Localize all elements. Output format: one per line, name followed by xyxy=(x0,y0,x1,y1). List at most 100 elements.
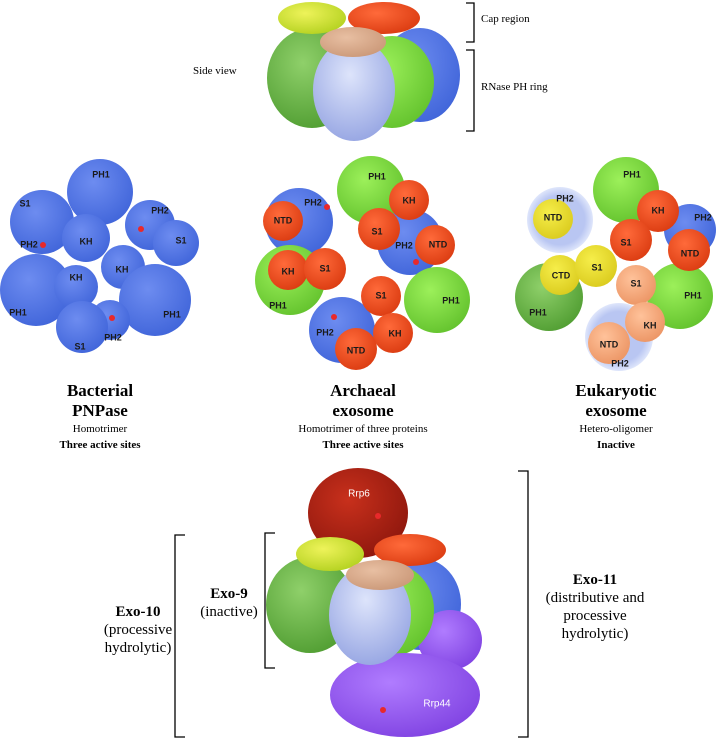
archaeal-title-line2: exosome xyxy=(332,401,394,420)
domain-label: PH2 xyxy=(316,327,334,337)
domain-label: NTD xyxy=(600,339,619,349)
domain-label: NTD xyxy=(347,345,366,355)
bacterial-title-line1: Bacterial xyxy=(66,381,134,400)
exo9-name: Exo-9 xyxy=(210,586,248,602)
active-site-dot xyxy=(40,242,46,248)
domain-label: S1 xyxy=(74,341,85,351)
domain-label: KH xyxy=(116,264,129,274)
exo11-desc-line3: hydrolytic) xyxy=(561,626,629,642)
eukaryotic-subtitle: Hetero-oligomer xyxy=(579,423,653,435)
rrp6-label: Rrp6 xyxy=(348,489,370,500)
domain-label: KH xyxy=(70,272,83,282)
domain-label: S1 xyxy=(375,290,386,300)
s1-blob xyxy=(575,245,617,287)
eukaryotic-exosome-model xyxy=(515,157,716,371)
archaeal-subtitle: Homotrimer of three proteins xyxy=(298,423,428,435)
domain-label: PH1 xyxy=(269,300,287,310)
active-sites xyxy=(40,226,144,321)
exo10-bracket xyxy=(174,534,185,738)
ph1-blob xyxy=(337,156,405,224)
domain-label: S1 xyxy=(319,263,330,273)
ring-light-blue-front xyxy=(329,565,411,665)
eukaryotic-title-line1: Eukaryotic xyxy=(575,381,657,400)
subunit-blob xyxy=(119,264,191,336)
active-site-dot xyxy=(324,204,330,210)
domain-label: PH1 xyxy=(442,295,460,305)
rnase-ring-label: RNase PH ring xyxy=(481,81,548,93)
domain-label: NTD xyxy=(544,212,563,222)
ring-bracket xyxy=(466,49,475,132)
domain-label: NTD xyxy=(681,248,700,258)
domain-label: PH1 xyxy=(9,307,27,317)
eukaryotic-title-line2: exosome xyxy=(585,401,647,420)
archaeal-title-line1: Archaeal xyxy=(330,381,396,400)
ntd-blob xyxy=(668,229,710,271)
domain-label: PH2 xyxy=(611,358,629,368)
active-site-dot xyxy=(413,259,419,265)
domain-label: KH xyxy=(389,328,402,338)
cap-yellow xyxy=(278,2,346,34)
exo10-name: Exo-10 xyxy=(115,604,161,620)
side-view-label: Side view xyxy=(193,65,237,77)
kh-blob xyxy=(389,180,429,220)
ring-light-blue-front xyxy=(313,39,395,141)
active-site-dot xyxy=(109,315,115,321)
subunit-blob xyxy=(10,190,74,254)
rrp44-top xyxy=(418,610,482,670)
ntd-blob xyxy=(263,201,303,241)
cap-region-label: Cap region xyxy=(481,13,530,25)
bacterial-labels: PH1 S1 PH2 KH PH2 S1 KH KH PH1 PH1 PH2 S… xyxy=(9,169,186,351)
ph1-blob xyxy=(404,267,470,333)
archaeal-labels: PH1 PH2 NTD KH S1 KH S1 PH2 NTD PH1 PH1 … xyxy=(269,171,460,355)
exo9-bracket xyxy=(264,532,275,669)
domain-label: PH2 xyxy=(694,212,712,222)
subunit-blob xyxy=(54,265,98,309)
ctd-blob xyxy=(540,255,580,295)
ntd-blob xyxy=(533,199,573,239)
active-site-dot xyxy=(138,226,144,232)
domain-label: S1 xyxy=(620,237,631,247)
exo11-bracket xyxy=(518,470,529,738)
s1-blob xyxy=(358,208,400,250)
exo10-desc-line1: (processive xyxy=(103,622,173,638)
cap-yellow xyxy=(296,537,364,571)
domain-label: PH1 xyxy=(368,171,386,181)
bacterial-subtitle: Homotrimer xyxy=(72,423,128,435)
kh-blob xyxy=(637,190,679,232)
subunit-blob xyxy=(56,301,108,353)
domain-label: KH xyxy=(652,205,665,215)
domain-label: CTD xyxy=(552,270,571,280)
domain-label: PH2 xyxy=(395,240,413,250)
domain-label: S1 xyxy=(19,198,30,208)
s1-blob xyxy=(610,219,652,261)
domain-label: PH2 xyxy=(151,205,169,215)
ntd-blob xyxy=(415,225,455,265)
kh-blob xyxy=(268,250,308,290)
domain-label: PH1 xyxy=(623,169,641,179)
side-view-model xyxy=(267,2,460,141)
subunit-blob xyxy=(0,254,72,326)
domain-label: PH2 xyxy=(104,332,122,342)
domain-label: PH1 xyxy=(529,307,547,317)
ntd-blob xyxy=(588,322,630,364)
eukaryotic-labels: PH2 NTD PH1 KH PH2 S1 NTD CTD S1 S1 PH1 … xyxy=(529,169,712,368)
domain-label: NTD xyxy=(429,239,448,249)
domain-label: KH xyxy=(403,195,416,205)
cap-orange xyxy=(348,2,420,34)
s1-blob xyxy=(361,276,401,316)
ph1-blob xyxy=(647,263,713,329)
domain-label: PH1 xyxy=(92,169,110,179)
exo11-name: Exo-11 xyxy=(572,572,618,588)
exo11-model: Rrp6 Rrp44 xyxy=(266,468,482,737)
rrp6-subunit xyxy=(308,468,408,558)
domain-label: PH2 xyxy=(20,239,38,249)
domain-label: S1 xyxy=(371,226,382,236)
active-site-dot xyxy=(375,513,381,519)
kh-blob xyxy=(625,302,665,342)
active-sites xyxy=(324,204,419,320)
domain-label: KH xyxy=(644,320,657,330)
domain-label: KH xyxy=(80,236,93,246)
exo9-desc: (inactive) xyxy=(200,604,258,620)
cap-tan xyxy=(320,27,386,57)
